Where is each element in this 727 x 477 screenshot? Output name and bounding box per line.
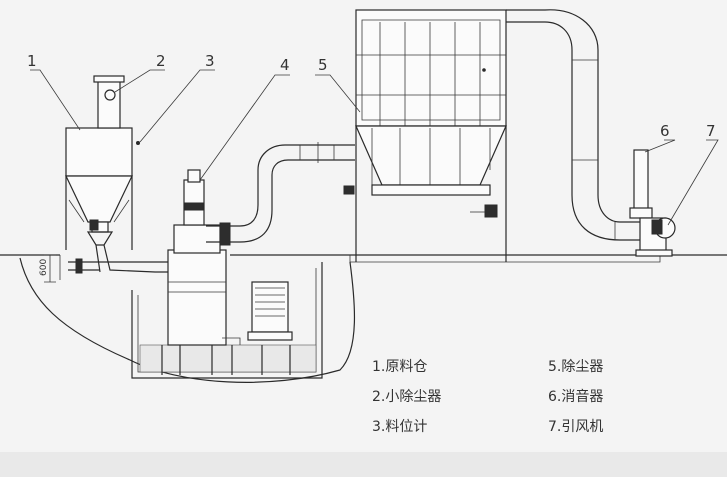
legend: 1.原料仓 2.小除尘器 3.料位计 5.除尘器 6.消音器 7.引风机 xyxy=(372,359,603,435)
callout-1: 1 xyxy=(27,52,37,70)
callout-2: 2 xyxy=(156,52,166,70)
foundation-pit xyxy=(19,257,356,383)
feed-pipe xyxy=(59,244,170,280)
bag-dust-collector xyxy=(343,9,507,262)
level-gauge xyxy=(136,141,140,145)
legend-item-1: 1.原料仓 xyxy=(372,359,427,375)
paper-edge xyxy=(0,452,727,477)
exhaust-duct xyxy=(506,9,640,241)
legend-item-5: 5.除尘器 xyxy=(548,359,603,375)
legend-item-3: 3.料位计 xyxy=(372,419,427,435)
callout-leaders xyxy=(30,69,719,226)
callout-3: 3 xyxy=(205,52,215,70)
induced-draft-fan xyxy=(635,217,676,257)
mill-motor xyxy=(247,281,293,341)
pit-box xyxy=(131,262,323,379)
raw-material-silo xyxy=(65,127,133,250)
main-mill xyxy=(167,169,241,346)
legend-item-6: 6.消音器 xyxy=(548,388,603,405)
silencer xyxy=(629,149,653,219)
duct-mill-to-collector xyxy=(206,142,355,246)
small-dust-collector xyxy=(93,75,125,129)
legend-item-2: 2.小除尘器 xyxy=(372,389,441,405)
dimension-600: 600 xyxy=(39,254,56,283)
callout-5: 5 xyxy=(318,56,328,74)
callout-6: 6 xyxy=(660,122,670,140)
callout-7: 7 xyxy=(706,122,716,140)
anchor-bolts xyxy=(161,345,291,375)
callout-4: 4 xyxy=(280,56,290,74)
svg-text:600: 600 xyxy=(39,259,49,276)
ground-line xyxy=(0,254,727,263)
legend-item-7: 7.引风机 xyxy=(548,419,603,435)
